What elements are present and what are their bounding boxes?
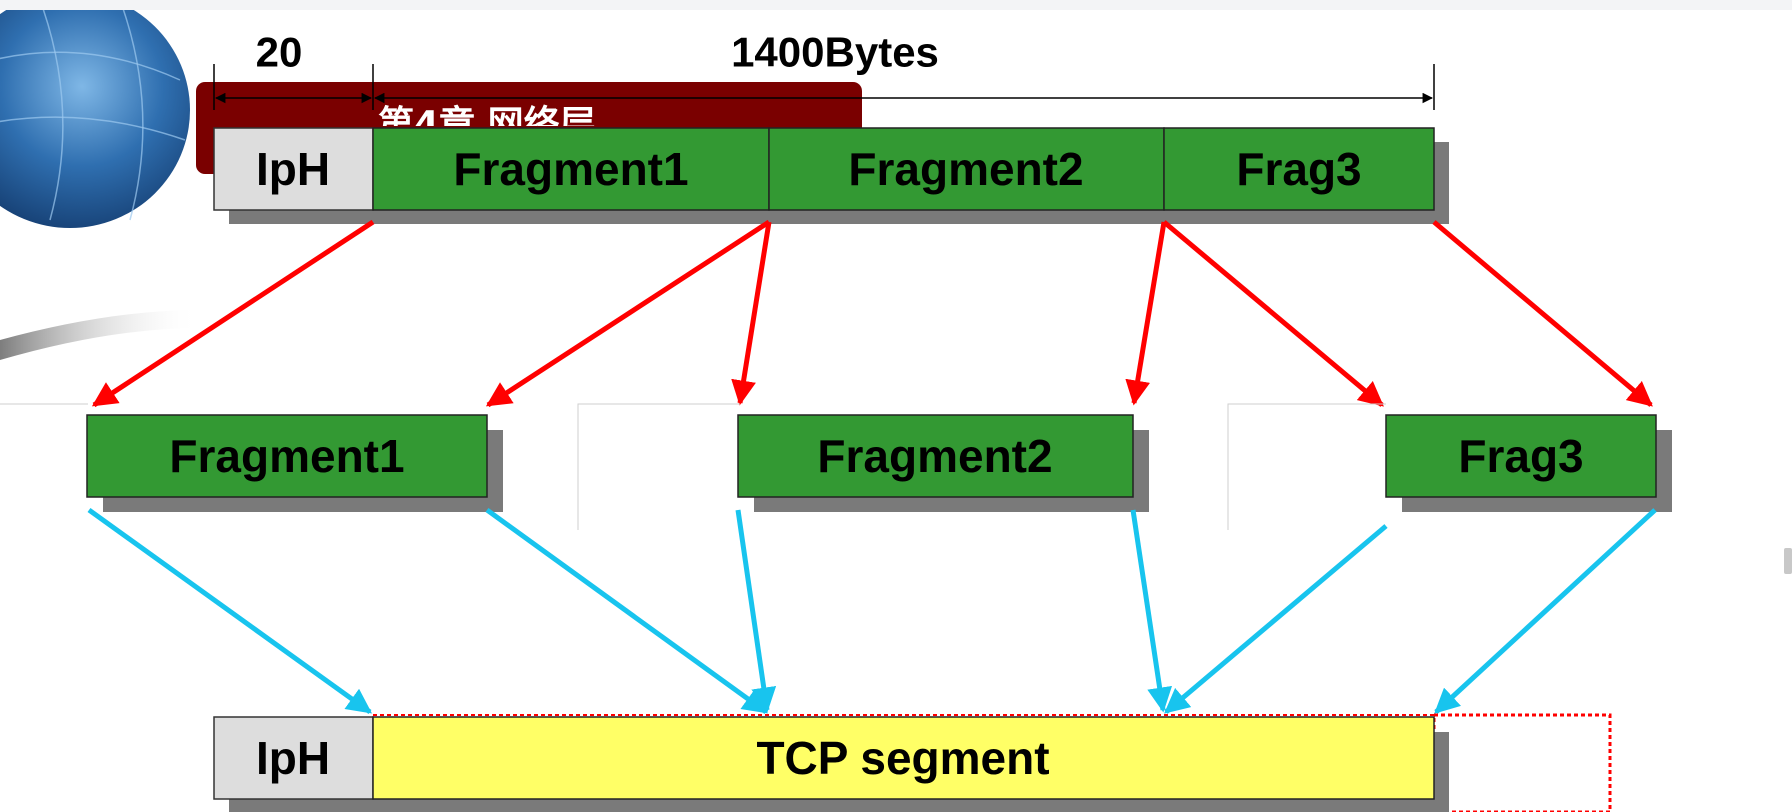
tcp-segment-box (372, 716, 1435, 800)
fragmentation-diagram: 第4章 网络层 20 1400Bytes IpH Fragment1 Fragm… (0, 10, 1672, 812)
mid-frag3-label: Frag3 (1458, 430, 1583, 482)
frag3-packet (1385, 414, 1657, 498)
padding-outline (1432, 713, 1612, 812)
header-size-label: 20 (256, 29, 303, 76)
fragment1-segment (372, 127, 770, 211)
frag3-segment (1163, 127, 1435, 211)
top-fragment1-label: Fragment1 (453, 143, 688, 195)
fragment2-packet (737, 414, 1134, 498)
payload-size-label: 1400Bytes (731, 29, 939, 76)
globe-logo-icon (0, 10, 190, 228)
top-iph-label: IpH (256, 143, 330, 195)
ip-header-box (213, 127, 374, 211)
fragmentation-arrows (91, 219, 1653, 408)
fragment1-packet (86, 414, 488, 498)
fragment-packets (86, 414, 1672, 512)
slide-title-text: 第4章 网络层 (378, 103, 596, 145)
reassembled-datagram (213, 713, 1612, 812)
original-datagram (213, 127, 1449, 224)
fragment2-segment (768, 127, 1165, 211)
dimension-lines (213, 64, 1435, 110)
top-fragment2-label: Fragment2 (848, 143, 1083, 195)
tcp-segment-label: TCP segment (756, 732, 1049, 784)
decorative-swoosh (0, 310, 200, 360)
datagram-outlines (0, 403, 1386, 530)
mid-fragment2-label: Fragment2 (817, 430, 1052, 482)
bottom-iph-label: IpH (256, 732, 330, 784)
scrollbar-thumb[interactable] (1784, 548, 1792, 574)
reassembly-arrows (87, 507, 1657, 715)
top-frag3-label: Frag3 (1236, 143, 1361, 195)
slide-canvas: 第4章 网络层 20 1400Bytes IpH Fragment1 Fragm… (0, 10, 1792, 812)
mid-fragment1-label: Fragment1 (169, 430, 404, 482)
